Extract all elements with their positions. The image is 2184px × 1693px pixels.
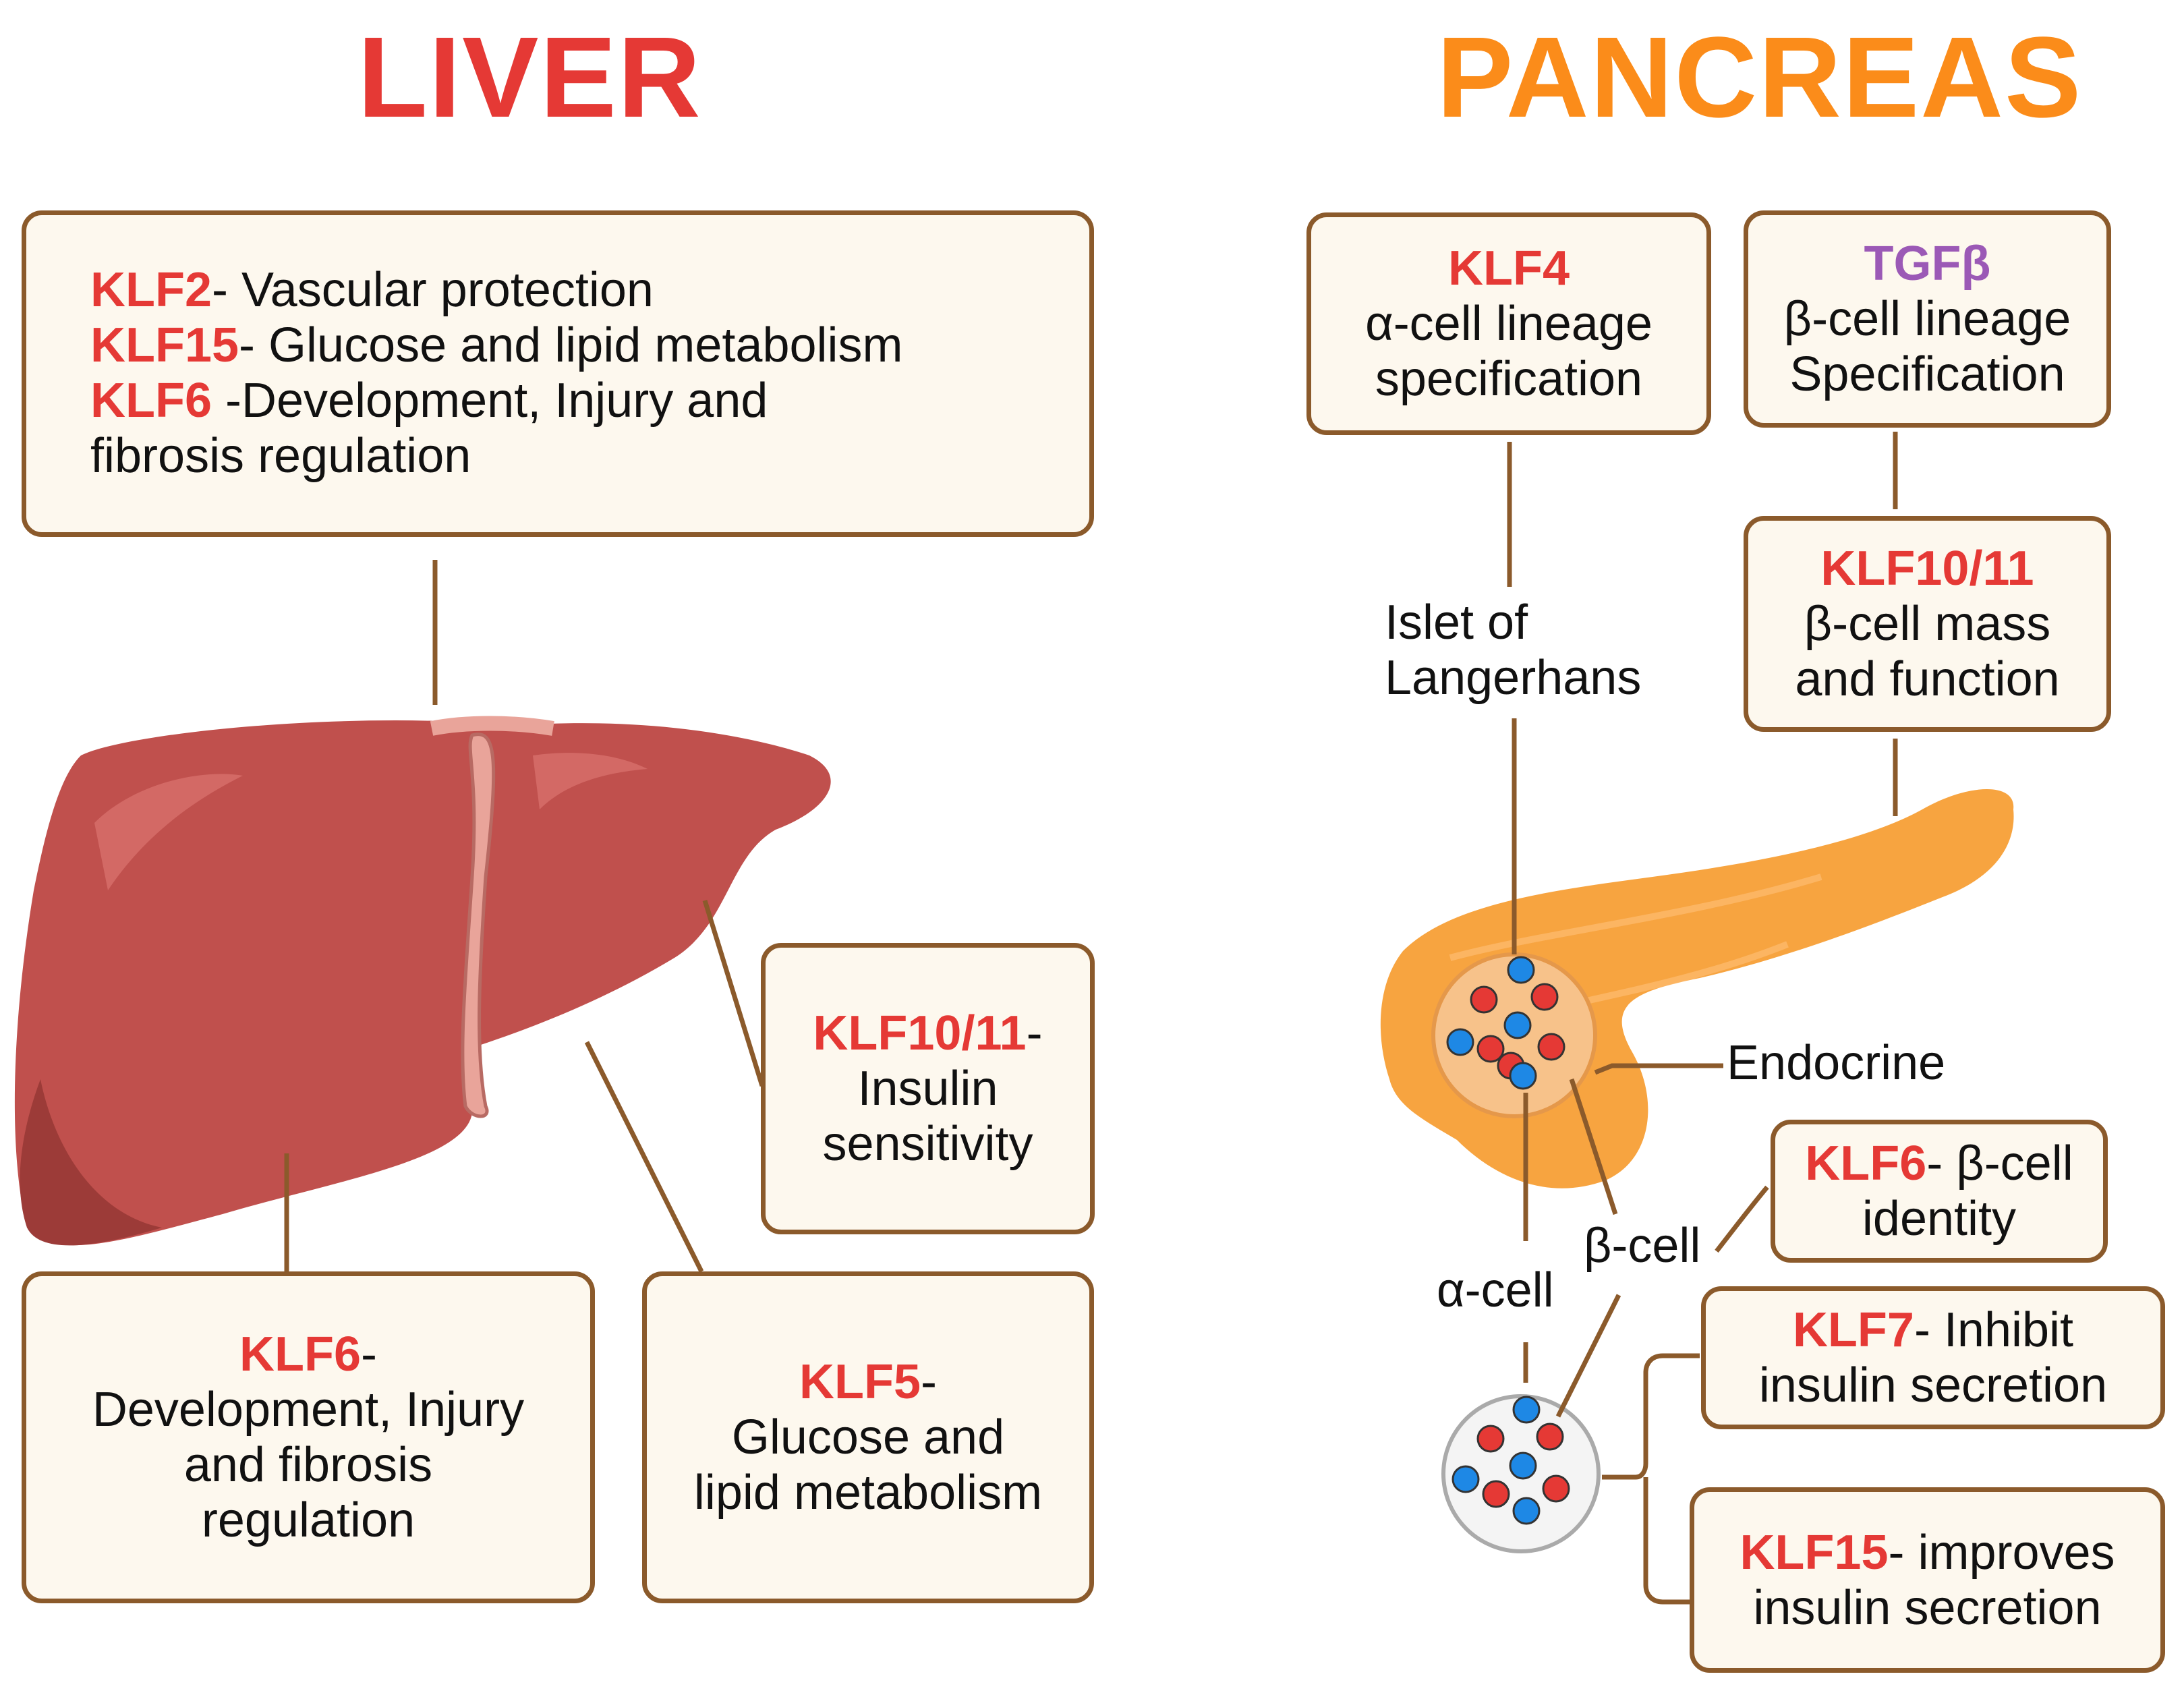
beta-dot (1530, 983, 1559, 1011)
liver-klf6-box: KLF6- Development, Injury and fibrosis r… (22, 1271, 595, 1603)
pancreas-tgfb-box: TGFβ β-cell lineage Specification (1744, 210, 2111, 428)
beta-dot (1470, 985, 1498, 1014)
beta-dot (1537, 1033, 1565, 1061)
alpha-dot (1452, 1465, 1480, 1493)
liver-connectors (284, 560, 765, 1273)
pancreas-klf7-box: KLF7- Inhibit insulin secretion (1701, 1286, 2165, 1429)
alpha-dot (1503, 1011, 1532, 1039)
alpha-cell-label: α-cell (1437, 1263, 1554, 1317)
falciform-ligament (461, 733, 496, 1118)
islet-label: Islet of Langerhans (1385, 596, 1642, 705)
alpha-dot (1512, 1396, 1541, 1424)
beta-dot (1476, 1035, 1505, 1063)
beta-dot (1482, 1480, 1510, 1508)
liver-top-box: KLF2- Vascular protection KLF15- Glucose… (22, 210, 1094, 537)
liver-fibrosis-row: fibrosis regulation (90, 429, 471, 483)
liver-highlight (94, 774, 243, 890)
beta-dot (1542, 1474, 1570, 1503)
pancreas-klf6-box: KLF6- β-cell identity (1771, 1120, 2108, 1263)
beta-dot (1536, 1423, 1564, 1451)
ligament-top (430, 716, 554, 736)
islet-dots (1446, 956, 1565, 1090)
liver-klf10-box: KLF10/11- Insulin sensitivity (761, 943, 1095, 1234)
alpha-dot (1509, 1452, 1537, 1480)
liver-shadow (20, 1079, 162, 1246)
alpha-dot (1507, 956, 1535, 984)
liver-highlight-2 (533, 753, 648, 809)
zoom-dots (1452, 1396, 1570, 1525)
liver-left-lobe (474, 723, 831, 1045)
liver-klf6-row: KLF6 -Development, Injury and (90, 374, 768, 428)
liver-klf2-row: KLF2- Vascular protection (90, 263, 654, 317)
alpha-dot (1509, 1062, 1537, 1090)
alpha-dot (1512, 1497, 1541, 1525)
liver-klf15-row: KLF15- Glucose and lipid metabolism (90, 318, 903, 372)
liver-right-lobe (14, 720, 503, 1246)
pancreas-klf4-box: KLF4 α-cell lineage specification (1306, 212, 1711, 435)
liver-illustration (14, 716, 831, 1246)
liver-klf5-box: KLF5- Glucose and lipid metabolism (642, 1271, 1094, 1603)
beta-dot (1476, 1425, 1505, 1453)
pancreas-connectors (1507, 432, 1898, 1605)
pancreas-klf1011-box: KLF10/11 β-cell mass and function (1744, 516, 2111, 732)
beta-cell-label: β-cell (1584, 1219, 1701, 1273)
liver-title: LIVER (357, 13, 702, 142)
alpha-dot (1446, 1028, 1474, 1056)
pancreas-klf15-box: KLF15- improves insulin secretion (1690, 1487, 2165, 1673)
pancreas-title: PANCREAS (1437, 13, 2083, 142)
endocrine-label: Endocrine (1727, 1036, 1946, 1090)
